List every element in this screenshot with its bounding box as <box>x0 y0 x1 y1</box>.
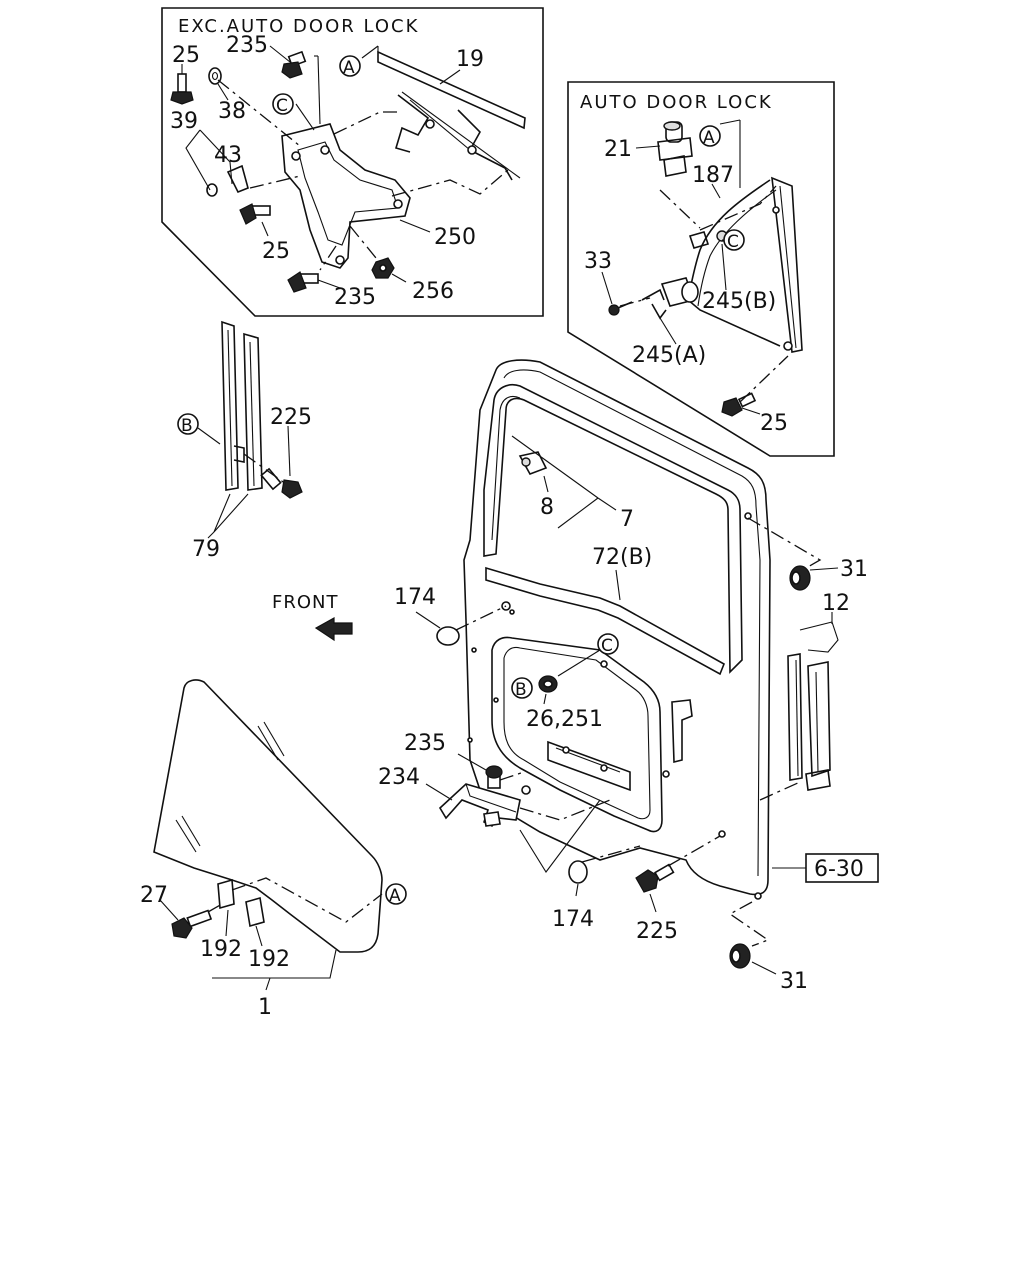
label-174-b: 174 <box>552 907 594 932</box>
front-indicator: FRONT <box>272 592 353 642</box>
label-8: 8 <box>540 495 554 520</box>
bumper-31-upper: 31 <box>747 517 868 591</box>
panel-exc-auto-title: EXC.AUTO DOOR LOCK <box>178 16 419 37</box>
svg-text:C: C <box>276 96 288 116</box>
actuator-21 <box>657 121 693 177</box>
label-225-a: 225 <box>270 405 312 430</box>
svg-text:B: B <box>515 680 527 700</box>
panel-auto-title: AUTO DOOR LOCK <box>580 92 773 113</box>
label-234: 234 <box>378 765 420 790</box>
label-12: 12 <box>822 591 850 616</box>
svg-text:B: B <box>181 416 193 436</box>
label-33: 33 <box>584 249 612 274</box>
plug-174-upper: 174 <box>394 585 507 646</box>
label-187: 187 <box>692 163 734 188</box>
label-250: 250 <box>434 225 476 250</box>
svg-text:A: A <box>343 58 355 78</box>
label-43: 43 <box>214 143 242 168</box>
callout-a-3: A <box>385 883 407 906</box>
label-27: 27 <box>140 883 168 908</box>
clip-245a <box>651 303 667 320</box>
front-arrow-icon <box>314 616 353 642</box>
label-26-251: 26,251 <box>526 707 603 732</box>
callout-a-2: A <box>699 125 721 148</box>
door-labels: 8 7 72(B) <box>511 435 652 601</box>
bolt-25-auto <box>721 392 757 417</box>
label-245a: 245(A) <box>632 343 706 368</box>
label-174-a: 174 <box>394 585 436 610</box>
bolt-25-top <box>170 73 194 105</box>
label-192-b: 192 <box>248 947 290 972</box>
label-1: 1 <box>258 995 272 1020</box>
bracket-43 <box>206 164 249 197</box>
label-225-b: 225 <box>636 919 678 944</box>
label-235-c: 235 <box>404 731 446 756</box>
panel-auto-door-lock: AUTO DOOR LOCK <box>567 81 835 457</box>
svg-text:A: A <box>703 128 715 148</box>
label-39: 39 <box>170 109 198 134</box>
label-25-c: 25 <box>760 411 788 436</box>
label-79: 79 <box>192 537 220 562</box>
label-19: 19 <box>456 47 484 72</box>
label-235-a: 235 <box>226 33 268 58</box>
label-31-a: 31 <box>840 557 868 582</box>
bracket-234: 235 234 <box>378 731 611 873</box>
door-glass: 27 192 192 1 A <box>140 679 407 1020</box>
plug-174-lower: 174 <box>552 845 641 932</box>
ref-6-30[interactable]: 6-30 <box>772 853 879 883</box>
bolt-235-top <box>281 50 307 79</box>
bolt-25-lower <box>239 203 271 225</box>
svg-text:C: C <box>601 636 613 656</box>
front-label: FRONT <box>272 592 339 613</box>
label-38: 38 <box>218 99 246 124</box>
label-25-a: 25 <box>172 43 200 68</box>
label-72b: 72(B) <box>592 545 652 570</box>
callout-c-1: C <box>272 93 294 116</box>
door-panel <box>463 359 771 900</box>
bumper-31-lower: 31 <box>728 901 808 994</box>
bolt-235-lower <box>287 271 319 293</box>
nut-256 <box>371 257 395 279</box>
label-31-b: 31 <box>780 969 808 994</box>
callout-b-2: B <box>511 677 533 700</box>
rear-channel-79: 225 79 B <box>177 320 312 562</box>
callout-a-1: A <box>339 55 361 78</box>
channel-12: 12 <box>759 591 850 801</box>
label-25-b: 25 <box>262 239 290 264</box>
callout-c-2: C <box>723 229 745 252</box>
panel-exc-auto-door-lock: EXC.AUTO DOOR LOCK <box>161 7 544 317</box>
regulator-rail <box>377 50 526 181</box>
label-245b: 245(B) <box>702 289 776 314</box>
clip-26-251: 26,251 C B <box>511 633 619 732</box>
svg-text:C: C <box>727 232 739 252</box>
label-21: 21 <box>604 137 632 162</box>
label-7: 7 <box>620 507 634 532</box>
callout-b-1: B <box>177 413 199 436</box>
svg-text:A: A <box>389 886 401 906</box>
backing-plate <box>281 123 411 269</box>
label-6-30: 6-30 <box>814 857 864 882</box>
bolt-225-lower: 225 <box>635 835 721 944</box>
auto-regulator-rail <box>641 176 803 353</box>
label-256: 256 <box>412 279 454 304</box>
label-235-b: 235 <box>334 285 376 310</box>
label-192-a: 192 <box>200 937 242 962</box>
callout-c-3: C <box>597 633 619 656</box>
